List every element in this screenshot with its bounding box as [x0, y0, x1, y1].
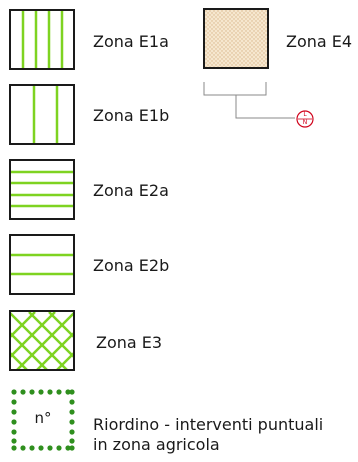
zona-e1a-swatch: [9, 9, 75, 70]
zona-e4-label: Zona E4: [286, 32, 353, 51]
riordino-label-line2: in zona agricola: [93, 435, 220, 454]
zona-e2a-swatch: [9, 159, 75, 220]
riordino-label-line1: Riordino - interventi puntuali: [93, 415, 324, 434]
zona-e3-label: Zona E3: [96, 333, 163, 352]
zona-e1a-label: Zona E1a: [93, 32, 169, 51]
zona-e1b-swatch: [9, 84, 75, 145]
zona-e3-swatch: [9, 310, 75, 371]
riordino-swatch: n°: [9, 387, 77, 453]
ln-symbol-top: L: [303, 111, 307, 118]
zona-e1b-label: Zona E1b: [93, 106, 170, 125]
zona-e4-swatch: [203, 8, 269, 69]
zona-e2a-label: Zona E2a: [93, 181, 169, 200]
zona-e2b-label: Zona E2b: [93, 256, 170, 275]
connector-bracket: [200, 80, 300, 130]
ln-symbol-bottom: N: [302, 119, 308, 126]
riordino-symbol-text: n°: [34, 409, 52, 427]
ln-symbol: L N: [295, 109, 315, 129]
zona-e2b-swatch: [9, 234, 75, 295]
